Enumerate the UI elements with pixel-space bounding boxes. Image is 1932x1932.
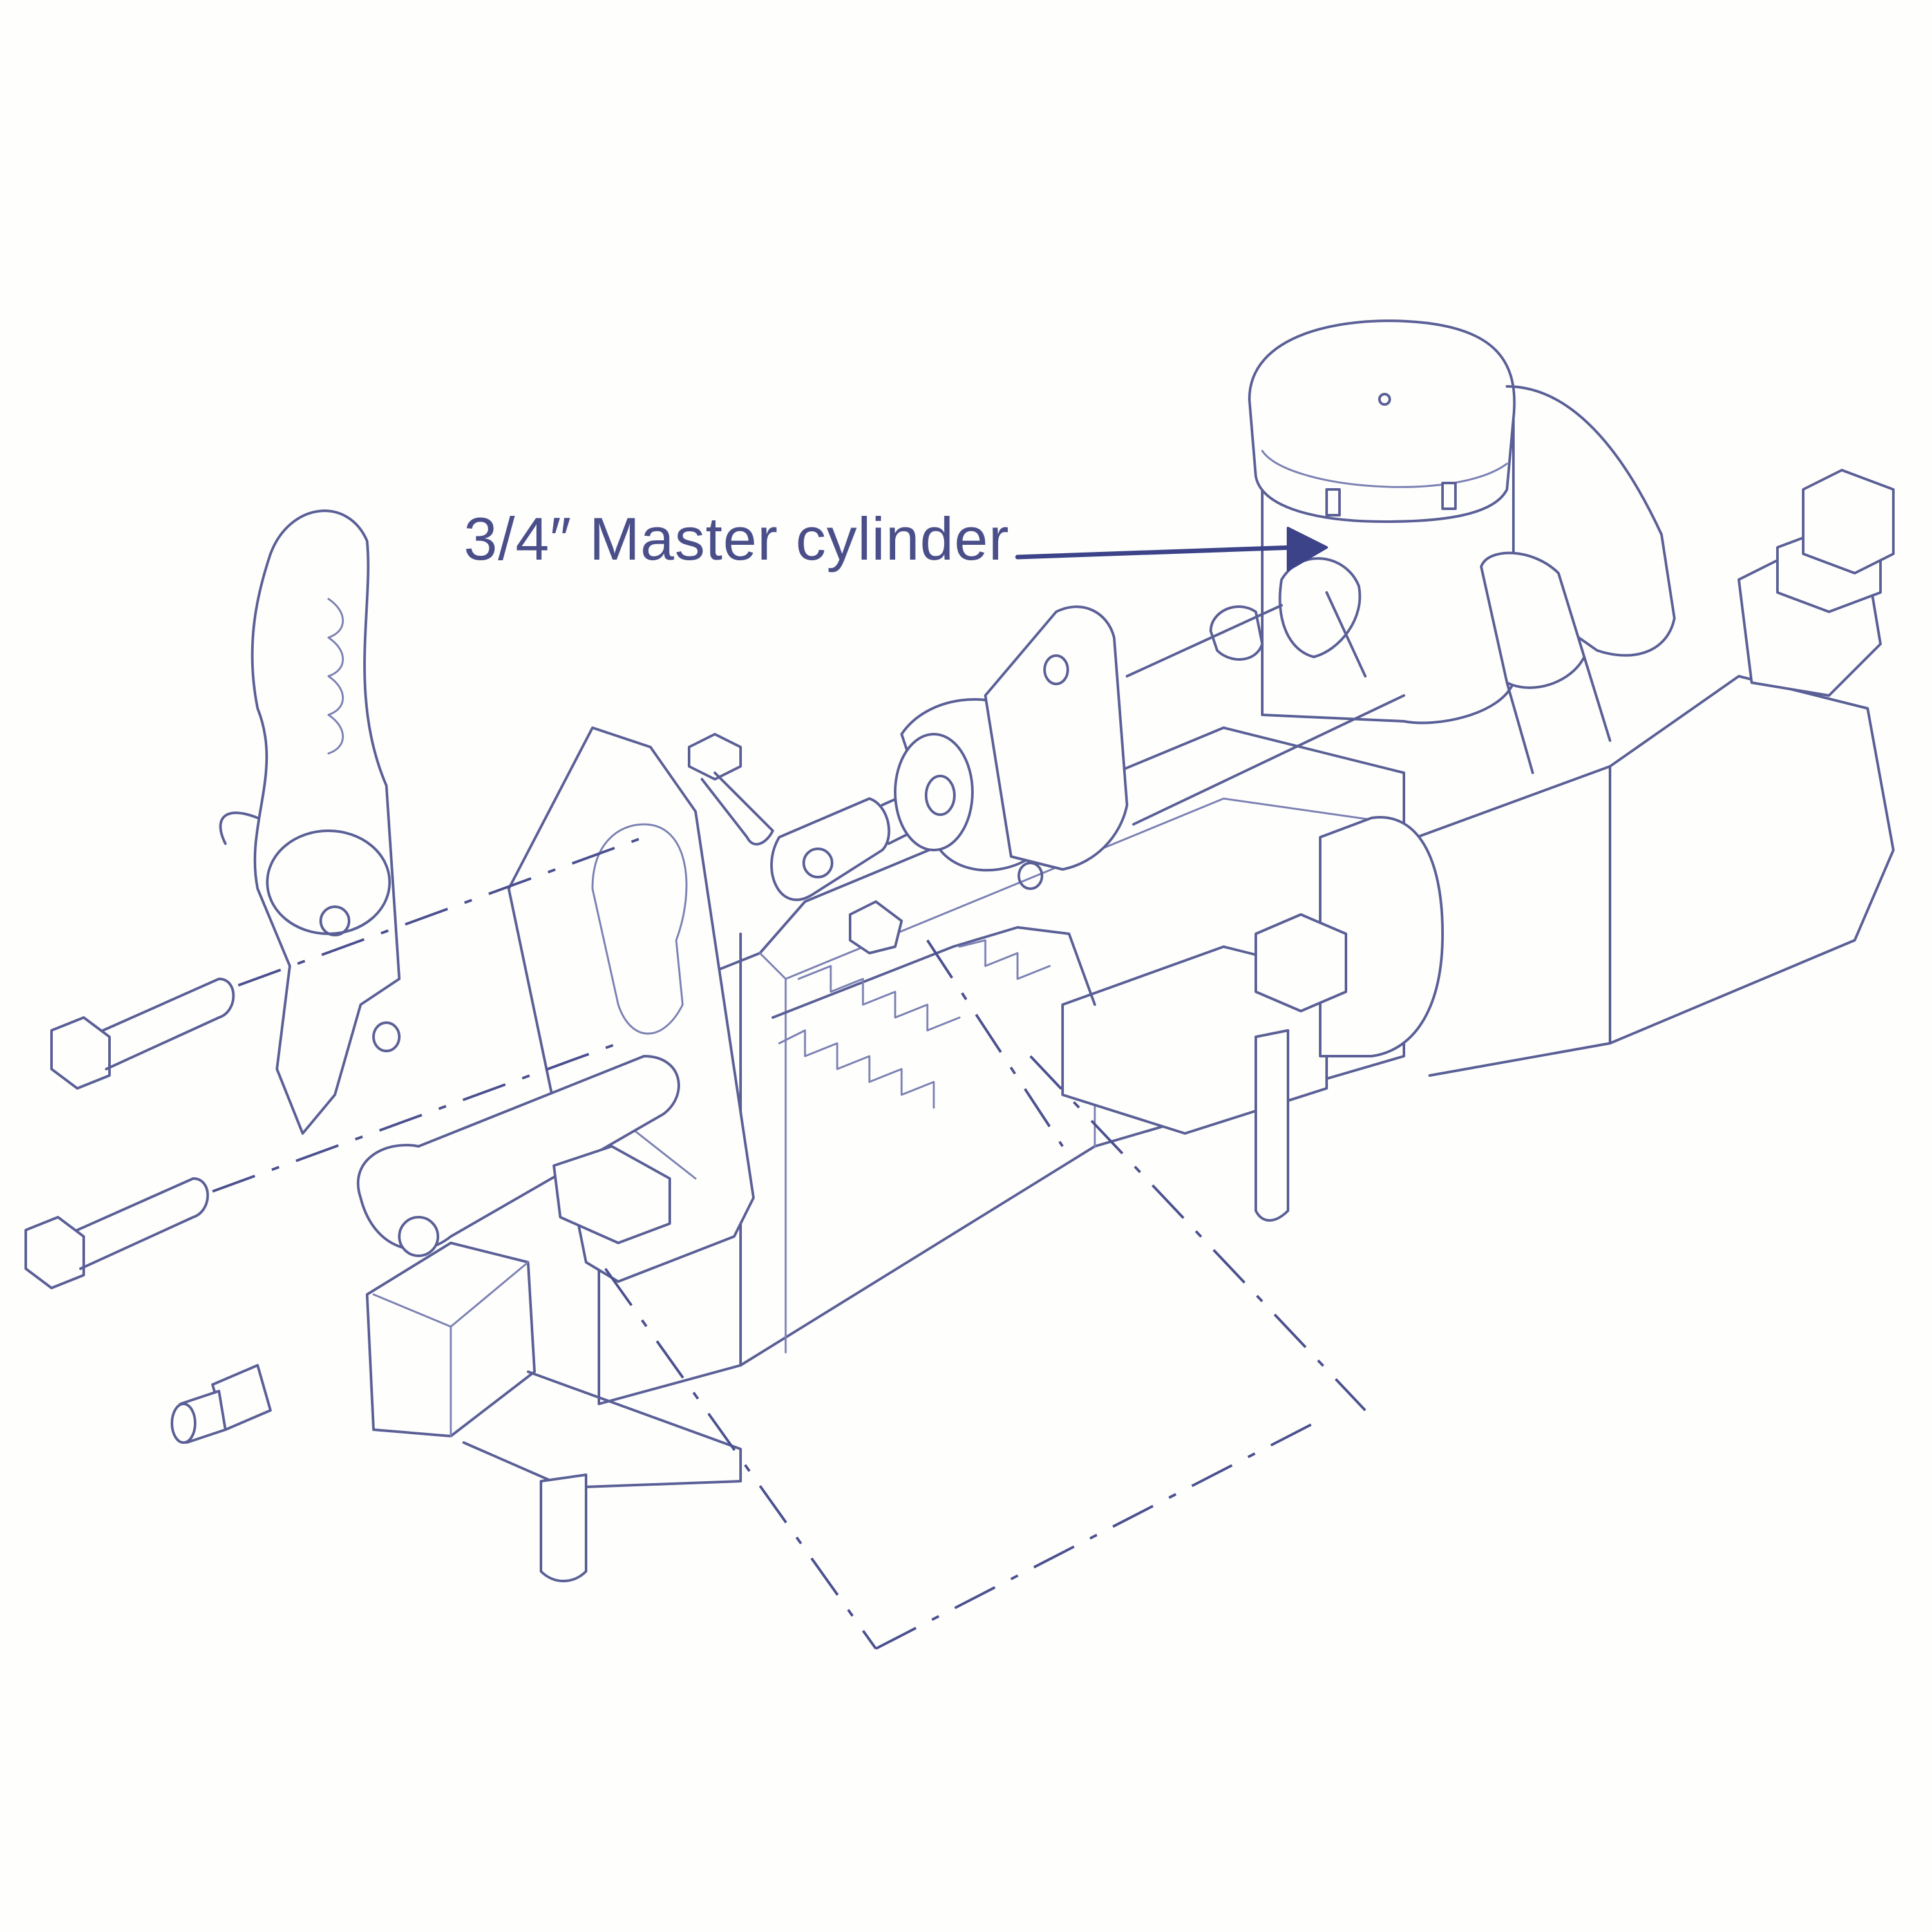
mounting-bolt-lower: [24, 1177, 209, 1289]
master-cylinder-callout: 3/4″ Master cylinder: [464, 505, 1010, 573]
spacer-bolt: [688, 733, 774, 846]
callout-arrow: [1015, 527, 1328, 571]
master-cylinder-flange: [984, 605, 1128, 890]
pedal-arm: [219, 509, 401, 1135]
actuator-housing: [1255, 469, 1895, 1222]
lower-housing: [366, 1242, 742, 1582]
mounting-bolt-upper: [50, 978, 235, 1090]
outlet-fitting: [1126, 557, 1405, 826]
linkage-arm: [357, 1055, 680, 1257]
return-hose: [1480, 385, 1676, 774]
assembly-guide-lines: [212, 836, 1367, 1650]
pivot-bolt-bottom: [171, 1364, 272, 1444]
ribbed-floor: [772, 926, 1096, 1109]
master-cylinder-reservoir: [1248, 319, 1516, 724]
